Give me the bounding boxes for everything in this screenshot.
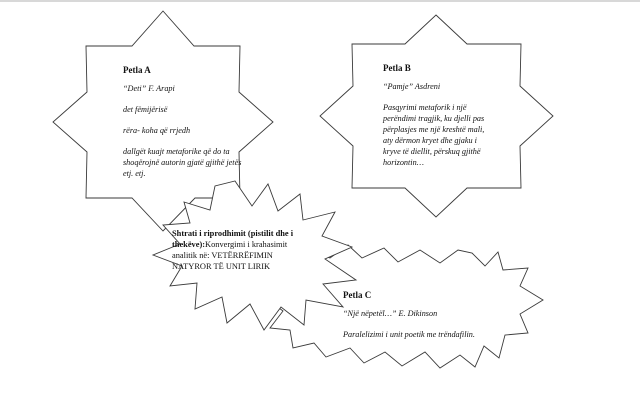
shtrati-text: Konvergimi i krahasimit [205, 240, 288, 249]
petla-b-source: “Pamje” Asdreni [383, 82, 440, 92]
petla-a-line: etj. etj. [123, 169, 146, 178]
petla-b-line: kryve të diellit, përskuq gjithë [383, 147, 481, 156]
shtrati-heading: Shtrati i riprodhimit (pistilit dhe i [172, 229, 294, 238]
petla-b-line: Pasqyrimi metaforik i një [383, 103, 467, 112]
petla-b-author: Asdreni [413, 82, 441, 91]
petla-b-line: horizontin… [383, 158, 424, 167]
petla-a-line: dallgët kuajt metaforike që do ta [123, 147, 230, 156]
petla-c-title: Petla C [343, 290, 372, 300]
shtrati-heading-cont: thekëve): [172, 240, 206, 249]
shtrati-line: thekëve):Konvergimi i krahasimit [172, 240, 287, 251]
petla-a-source: “Deti” F. Arapi [123, 84, 175, 94]
petla-b-line: përplasjes me një kreshtë mali, [383, 125, 485, 134]
shtrati-line: NATYROR TË UNIT LIRIK [172, 262, 271, 271]
petla-a-shape [52, 10, 274, 232]
petla-a-line: shoqërojnë autorin gjatë gjithë jetës [123, 158, 242, 167]
top-edge-line [0, 0, 640, 2]
petla-a-line: det fëmijërisë [123, 105, 168, 114]
petla-b-quote: “Pamje” [383, 82, 414, 91]
petla-a-quote: “Deti” [123, 84, 147, 93]
petla-c-author: E. Dikinson [396, 309, 438, 318]
petla-b-line: aty dërmon kryet dhe gjaku i [383, 136, 477, 145]
petla-a-title: Petla A [123, 65, 151, 75]
petla-c-source: “Një nëpetël…” E. Dikinson [343, 309, 437, 319]
shtrati-line: analitik në: VETËRRËFIMIN [172, 251, 273, 260]
petla-c-quote: “Një nëpetël…” [343, 309, 397, 318]
petla-b-title: Petla B [383, 63, 411, 73]
petla-b-shape [319, 14, 554, 218]
petla-c-line: Paralelizimi i unit poetik me trëndafili… [343, 330, 475, 339]
shtrati-burst-shape [151, 180, 358, 331]
petla-a-line: rëra- koha që rrjedh [123, 126, 191, 135]
petla-a-author: F. Arapi [146, 84, 175, 93]
petla-b-line: perëndimi tragjik, ku djelli pas [383, 114, 485, 123]
